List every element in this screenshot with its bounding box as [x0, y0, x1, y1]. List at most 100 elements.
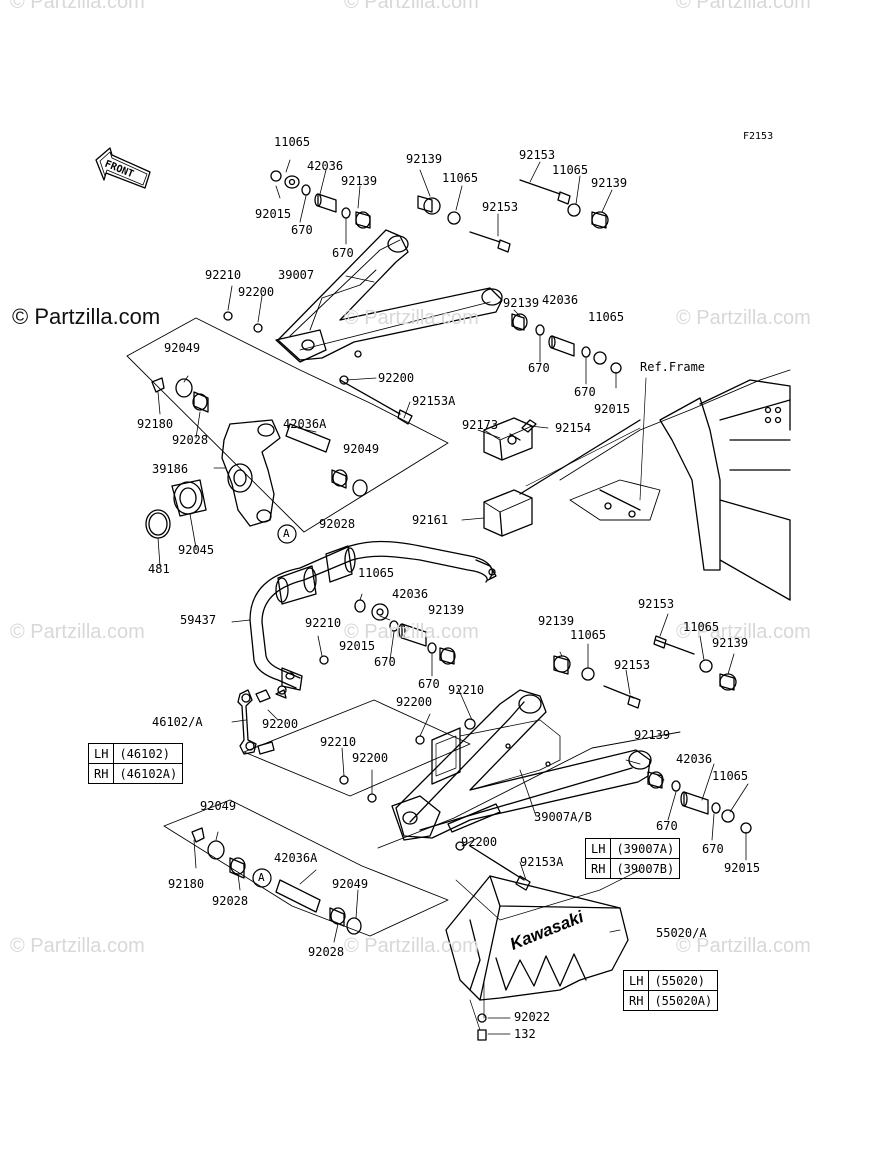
- part-label[interactable]: 11065: [274, 135, 311, 149]
- watermark: © Partzilla.com: [10, 935, 145, 957]
- watermark: © Partzilla.com: [10, 0, 145, 13]
- part-label[interactable]: 92139: [538, 614, 575, 628]
- watermark: © Partzilla.com: [676, 307, 811, 329]
- part-label[interactable]: 92153A: [520, 855, 564, 869]
- legend-row: LH (39007A): [584, 838, 681, 859]
- part-label[interactable]: 92049: [164, 341, 201, 355]
- part-label[interactable]: 92139: [634, 728, 671, 742]
- part-label[interactable]: 92022: [514, 1010, 551, 1024]
- part-label[interactable]: 481: [148, 562, 170, 576]
- part-label[interactable]: 92153A: [412, 394, 456, 408]
- part-label[interactable]: 670: [374, 655, 396, 669]
- part-label[interactable]: 92210: [320, 735, 357, 749]
- part-label[interactable]: 92139: [591, 176, 628, 190]
- legend-row: RH (55020A): [622, 990, 719, 1011]
- part-label[interactable]: 92045: [178, 543, 215, 557]
- part-label[interactable]: 92200: [352, 751, 389, 765]
- legend-side: RH: [622, 990, 650, 1011]
- part-label[interactable]: 92173: [462, 418, 499, 432]
- part-label[interactable]: 670: [574, 385, 596, 399]
- part-label[interactable]: 11065: [683, 620, 720, 634]
- part-label[interactable]: 92049: [332, 877, 369, 891]
- watermark: © Partzilla.com: [676, 935, 811, 957]
- part-label[interactable]: 92139: [428, 603, 465, 617]
- part-label[interactable]: 132: [514, 1027, 536, 1041]
- legend-row: LH (46102): [87, 743, 184, 764]
- part-label[interactable]: 42036A: [274, 851, 318, 865]
- part-label[interactable]: 11065: [442, 171, 479, 185]
- part-label[interactable]: 42036: [392, 587, 429, 601]
- watermark: © Partzilla.com: [676, 621, 811, 643]
- part-label[interactable]: 11065: [712, 769, 749, 783]
- watermark: © Partzilla.com: [10, 621, 145, 643]
- part-label[interactable]: 92210: [205, 268, 242, 282]
- part-label[interactable]: 92015: [594, 402, 631, 416]
- part-label[interactable]: 39186: [152, 462, 189, 476]
- part-label[interactable]: 92139: [341, 174, 378, 188]
- part-label[interactable]: 92015: [255, 207, 292, 221]
- part-label[interactable]: 92154: [555, 421, 592, 435]
- callout-a-label: A: [283, 527, 290, 540]
- part-label[interactable]: 92210: [448, 683, 485, 697]
- figure-code: F2153: [743, 131, 774, 142]
- part-label[interactable]: 39007: [278, 268, 315, 282]
- part-label[interactable]: 92028: [308, 945, 345, 959]
- part-label[interactable]: 92049: [200, 799, 237, 813]
- part-label[interactable]: 92139: [712, 636, 749, 650]
- part-label[interactable]: 92028: [212, 894, 249, 908]
- part-label[interactable]: 92153: [638, 597, 675, 611]
- part-label[interactable]: 42036A: [283, 417, 327, 431]
- legend-part: (46102): [113, 743, 184, 764]
- part-label[interactable]: 92015: [339, 639, 376, 653]
- part-label[interactable]: 92015: [724, 861, 761, 875]
- part-label[interactable]: 11065: [358, 566, 395, 580]
- part-label[interactable]: 92139: [503, 296, 540, 310]
- watermark-main: © Partzilla.com: [12, 304, 161, 329]
- part-label[interactable]: 92028: [319, 517, 356, 531]
- part-label[interactable]: 39007A/B: [534, 810, 592, 824]
- part-label[interactable]: 92200: [396, 695, 433, 709]
- part-label[interactable]: 670: [702, 842, 724, 856]
- part-label[interactable]: 92139: [406, 152, 443, 166]
- part-label[interactable]: 42036: [542, 293, 579, 307]
- watermark: © Partzilla.com: [676, 0, 811, 13]
- part-label[interactable]: 92049: [343, 442, 380, 456]
- part-label[interactable]: 92153: [614, 658, 651, 672]
- legend-side: LH: [622, 970, 650, 991]
- part-label[interactable]: 42036: [676, 752, 713, 766]
- legend-part: (46102A): [113, 763, 184, 784]
- part-label[interactable]: 11065: [588, 310, 625, 324]
- legend-part: (55020): [648, 970, 719, 991]
- part-label[interactable]: 670: [528, 361, 550, 375]
- part-label[interactable]: 670: [332, 246, 354, 260]
- legend-row: RH (46102A): [87, 763, 184, 784]
- part-label[interactable]: 11065: [552, 163, 589, 177]
- part-label[interactable]: 46102/A: [152, 715, 203, 729]
- part-label[interactable]: 92180: [168, 877, 205, 891]
- part-label[interactable]: 92200: [262, 717, 299, 731]
- part-label[interactable]: 92210: [305, 616, 342, 630]
- legend-part: (39007A): [610, 838, 681, 859]
- callout-a-marker: [252, 868, 272, 888]
- part-label[interactable]: 92028: [172, 433, 209, 447]
- part-label[interactable]: 11065: [570, 628, 607, 642]
- legend-part: (55020A): [648, 990, 719, 1011]
- part-label[interactable]: 55020/A: [656, 926, 707, 940]
- part-label[interactable]: 670: [291, 223, 313, 237]
- part-label[interactable]: 670: [656, 819, 678, 833]
- part-label[interactable]: 59437: [180, 613, 217, 627]
- legend-row: LH (55020): [622, 970, 719, 991]
- part-label[interactable]: 92200: [238, 285, 275, 299]
- part-label[interactable]: 92161: [412, 513, 449, 527]
- legend-part: (39007B): [610, 858, 681, 879]
- part-label[interactable]: 42036: [307, 159, 344, 173]
- part-label[interactable]: 92153: [482, 200, 519, 214]
- part-label[interactable]: 670: [418, 677, 440, 691]
- part-label[interactable]: 92180: [137, 417, 174, 431]
- legend-table-39007: LH (39007A) RH (39007B): [584, 838, 681, 879]
- part-label[interactable]: 92200: [461, 835, 498, 849]
- part-label[interactable]: 92153: [519, 148, 556, 162]
- part-label[interactable]: 92200: [378, 371, 415, 385]
